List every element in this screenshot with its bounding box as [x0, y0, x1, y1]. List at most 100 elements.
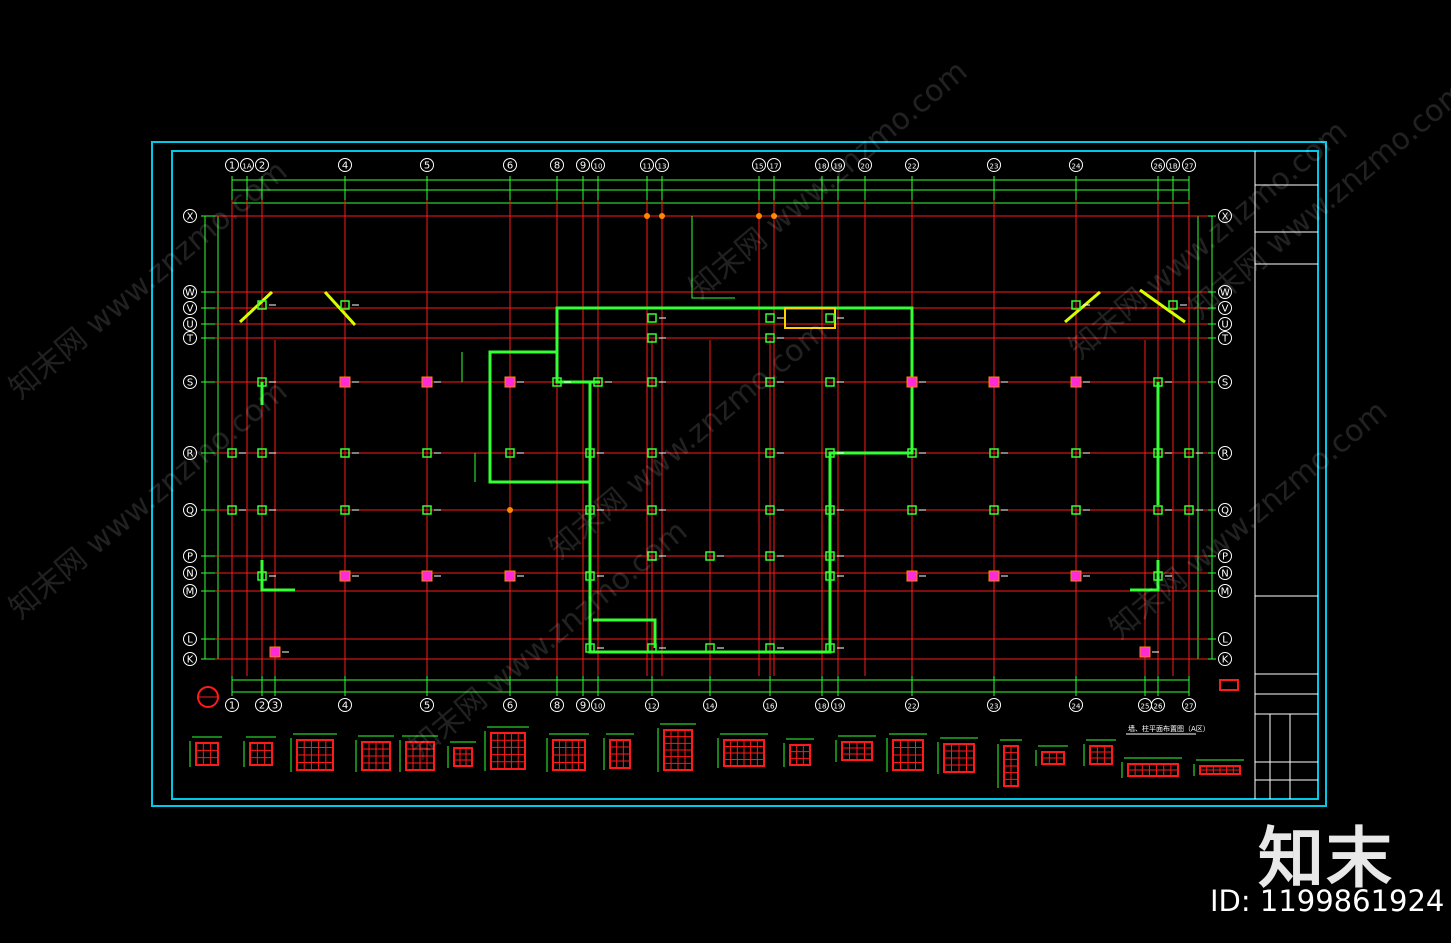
- section-detail: [1121, 757, 1182, 778]
- axis-bubble-right: V: [1218, 301, 1232, 315]
- axis-bubble-right: T: [1218, 331, 1232, 345]
- svg-text:S: S: [1222, 378, 1228, 389]
- axis-bubble-top: 2: [255, 158, 269, 172]
- section-detail: [399, 735, 438, 772]
- svg-text:11: 11: [643, 163, 652, 171]
- column-marker: [227, 505, 237, 515]
- axis-bubble-bottom: 27: [1182, 698, 1196, 712]
- axis-bubble-left: V: [183, 301, 197, 315]
- axis-bubble-right: U: [1218, 317, 1232, 331]
- axis-bubble-top: 1: [225, 158, 239, 172]
- section-detail: [290, 733, 337, 772]
- column-marker: [825, 313, 835, 323]
- sheet-inner-frame: [171, 150, 1319, 800]
- column-marker: [1153, 571, 1163, 581]
- column-marker: [593, 377, 603, 387]
- section-detail: [546, 733, 589, 772]
- axis-bubble-top: 19: [831, 158, 845, 172]
- svg-text:25: 25: [1141, 703, 1150, 711]
- column-marker: [765, 448, 775, 458]
- svg-text:8: 8: [554, 161, 560, 172]
- axis-bubble-right: M: [1218, 584, 1232, 598]
- svg-text:18: 18: [818, 163, 827, 171]
- svg-text:26: 26: [1154, 163, 1163, 171]
- section-detail: [886, 733, 927, 772]
- sheet-outer-frame: [151, 141, 1327, 807]
- section-detail: [447, 741, 476, 768]
- axis-bubble-left: R: [183, 446, 197, 460]
- axis-bubble-right: X: [1218, 209, 1232, 223]
- axis-bubble-bottom: 3: [268, 698, 282, 712]
- column-marker: [421, 570, 433, 582]
- dimension-lines: [201, 176, 1216, 696]
- axis-bubble-right: W: [1218, 285, 1232, 299]
- svg-text:2: 2: [259, 701, 265, 712]
- column-marker: [257, 377, 267, 387]
- svg-text:1: 1: [229, 701, 235, 712]
- axis-bubble-bottom: 22: [905, 698, 919, 712]
- column-marker: [765, 313, 775, 323]
- axis-bubble-left: S: [183, 375, 197, 389]
- svg-text:5: 5: [424, 161, 430, 172]
- brand-logo: 知末: [1258, 820, 1394, 897]
- axis-bubble-bottom: 25: [1138, 698, 1152, 712]
- column-marker: [504, 570, 516, 582]
- column-marker: [1070, 570, 1082, 582]
- section-detail: [657, 723, 696, 772]
- svg-text:U: U: [1221, 320, 1228, 331]
- svg-text:V: V: [187, 304, 194, 315]
- svg-text:P: P: [1222, 552, 1228, 563]
- section-detail: [835, 735, 876, 762]
- column-marker: [504, 376, 516, 388]
- column-marker: [647, 313, 657, 323]
- svg-text:23: 23: [990, 163, 999, 171]
- column-marker: [340, 300, 350, 310]
- axis-bubble-bottom: 5: [420, 698, 434, 712]
- axis-bubble-bottom: 26: [1151, 698, 1165, 712]
- column-marker: [705, 643, 715, 653]
- column-marker: [906, 570, 918, 582]
- column-marker: [659, 213, 665, 219]
- axis-bubble-top: 27: [1182, 158, 1196, 172]
- column-marker: [257, 300, 267, 310]
- axis-bubble-bottom: 10: [591, 698, 605, 712]
- svg-text:27: 27: [1185, 163, 1194, 171]
- column-marker: [988, 570, 1000, 582]
- svg-text:T: T: [1221, 334, 1229, 345]
- section-detail: [355, 735, 394, 772]
- column-marker: [269, 646, 281, 658]
- axis-bubble-top: 17: [767, 158, 781, 172]
- axis-bubble-top: 24: [1069, 158, 1083, 172]
- column-marker: [340, 448, 350, 458]
- title-block: [1254, 151, 1318, 799]
- column-marker: [1070, 376, 1082, 388]
- column-marker: [421, 376, 433, 388]
- svg-text:19: 19: [834, 163, 843, 171]
- axis-bubble-top: 11: [640, 158, 654, 172]
- svg-text:1: 1: [229, 161, 235, 172]
- column-marker: [765, 505, 775, 515]
- column-marker: [257, 448, 267, 458]
- column-marker: [988, 376, 1000, 388]
- column-marker: [1184, 448, 1194, 458]
- column-marker: [422, 505, 432, 515]
- column-marker: [647, 505, 657, 515]
- axis-bubble-top: 8: [550, 158, 564, 172]
- svg-text:9: 9: [580, 701, 586, 712]
- column-marker: [705, 551, 715, 561]
- axis-bubble-bottom: 24: [1069, 698, 1083, 712]
- section-detail: [1193, 759, 1244, 776]
- svg-text:2: 2: [259, 161, 265, 172]
- axis-bubble-bottom: 14: [703, 698, 717, 712]
- column-marker: [756, 213, 762, 219]
- axis-bubble-top: 10: [591, 158, 605, 172]
- asset-id-label: ID: 1199861924: [1210, 884, 1445, 918]
- column-marker: [339, 376, 351, 388]
- svg-text:14: 14: [706, 703, 715, 711]
- axis-bubble-left: X: [183, 209, 197, 223]
- column-marker: [907, 448, 917, 458]
- svg-text:3: 3: [272, 701, 278, 712]
- column-marker: [647, 551, 657, 561]
- svg-text:V: V: [1222, 304, 1229, 315]
